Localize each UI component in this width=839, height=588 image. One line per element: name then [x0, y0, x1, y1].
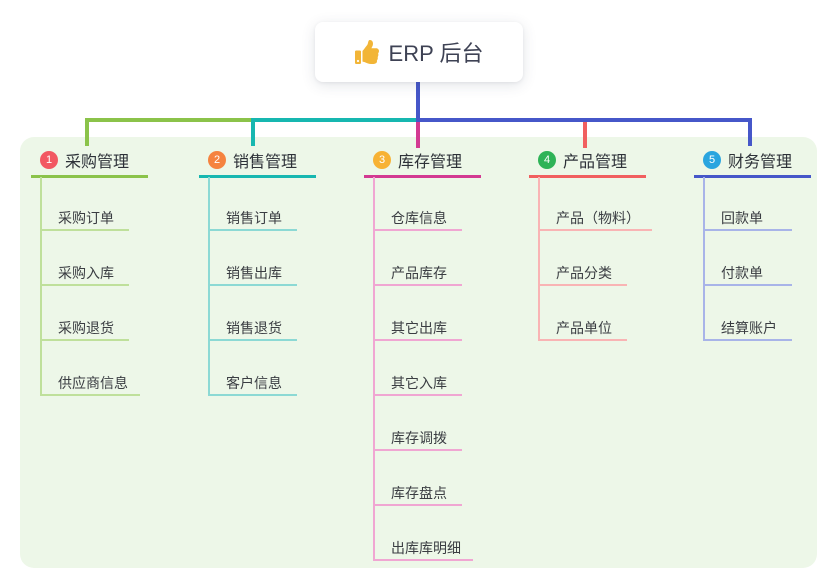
child-underline	[703, 229, 792, 231]
child-node[interactable]: 出库库明细	[391, 540, 461, 556]
children-connector-line	[40, 177, 42, 396]
branch-number-badge: 5	[703, 151, 721, 169]
child-node[interactable]: 其它入库	[391, 375, 447, 391]
child-underline	[208, 284, 297, 286]
branch-label: 销售管理	[233, 154, 298, 171]
drop-line-purchase	[85, 118, 89, 146]
branch-underline	[529, 175, 646, 178]
branch-node-5[interactable]: 5 财务管理	[703, 149, 792, 171]
child-underline	[40, 394, 140, 396]
child-node[interactable]: 销售订单	[226, 210, 282, 226]
child-underline	[538, 284, 627, 286]
child-node[interactable]: 结算账户	[721, 320, 777, 336]
child-underline	[373, 229, 462, 231]
children-connector-line	[208, 177, 210, 396]
root-stem-line	[416, 82, 420, 122]
branch-panel	[20, 137, 817, 568]
child-node[interactable]: 销售出库	[226, 265, 282, 281]
drop-line-sales	[251, 118, 255, 146]
branch-node-4[interactable]: 4 产品管理	[538, 149, 627, 171]
drop-line-product	[583, 122, 587, 148]
branch-underline	[364, 175, 481, 178]
root-node-erp[interactable]: ERP 后台	[315, 22, 523, 82]
branch-number-badge: 4	[538, 151, 556, 169]
bus-segment-blue	[416, 118, 752, 122]
child-underline	[373, 394, 462, 396]
branch-node-2[interactable]: 2 销售管理	[208, 149, 297, 171]
children-connector-line	[373, 177, 375, 561]
child-node[interactable]: 其它出库	[391, 320, 447, 336]
child-node[interactable]: 采购订单	[58, 210, 114, 226]
child-underline	[208, 394, 297, 396]
child-underline	[373, 504, 462, 506]
child-node[interactable]: 产品单位	[556, 320, 612, 336]
branch-node-1[interactable]: 1 采购管理	[40, 149, 129, 171]
child-underline	[538, 229, 652, 231]
child-node[interactable]: 付款单	[721, 265, 763, 281]
branch-underline	[694, 175, 811, 178]
child-node[interactable]: 客户信息	[226, 375, 282, 391]
child-node[interactable]: 销售退货	[226, 320, 282, 336]
branch-number-badge: 1	[40, 151, 58, 169]
children-connector-line	[703, 177, 705, 341]
branch-label: 采购管理	[65, 154, 130, 171]
child-node[interactable]: 产品库存	[391, 265, 447, 281]
root-node-label: ERP 后台	[388, 41, 484, 66]
child-underline	[538, 339, 627, 341]
drop-line-inventory	[416, 122, 420, 148]
branch-label: 库存管理	[398, 154, 463, 171]
child-underline	[373, 339, 462, 341]
child-node[interactable]: 采购入库	[58, 265, 114, 281]
child-underline	[40, 229, 129, 231]
child-node[interactable]: 供应商信息	[58, 375, 128, 391]
drop-line-finance	[748, 118, 752, 146]
branch-node-3[interactable]: 3 库存管理	[373, 149, 462, 171]
children-connector-line	[538, 177, 540, 341]
bus-segment-teal	[251, 118, 420, 122]
child-underline	[703, 339, 792, 341]
child-node[interactable]: 产品（物料）	[556, 210, 640, 226]
child-node[interactable]: 库存盘点	[391, 485, 447, 501]
child-node[interactable]: 产品分类	[556, 265, 612, 281]
child-underline	[373, 449, 462, 451]
thumbs-up-icon	[354, 40, 379, 64]
child-underline	[40, 339, 129, 341]
branch-label: 财务管理	[728, 154, 793, 171]
child-underline	[40, 284, 129, 286]
child-node[interactable]: 仓库信息	[391, 210, 447, 226]
child-underline	[373, 559, 473, 561]
child-underline	[373, 284, 462, 286]
child-underline	[703, 284, 792, 286]
bus-segment-green	[85, 118, 255, 122]
branch-underline	[31, 175, 148, 178]
child-node[interactable]: 采购退货	[58, 320, 114, 336]
branch-number-badge: 3	[373, 151, 391, 169]
branch-number-badge: 2	[208, 151, 226, 169]
branch-label: 产品管理	[563, 154, 628, 171]
branch-underline	[199, 175, 316, 178]
child-underline	[208, 339, 297, 341]
child-node[interactable]: 回款单	[721, 210, 763, 226]
child-node[interactable]: 库存调拨	[391, 430, 447, 446]
child-underline	[208, 229, 297, 231]
